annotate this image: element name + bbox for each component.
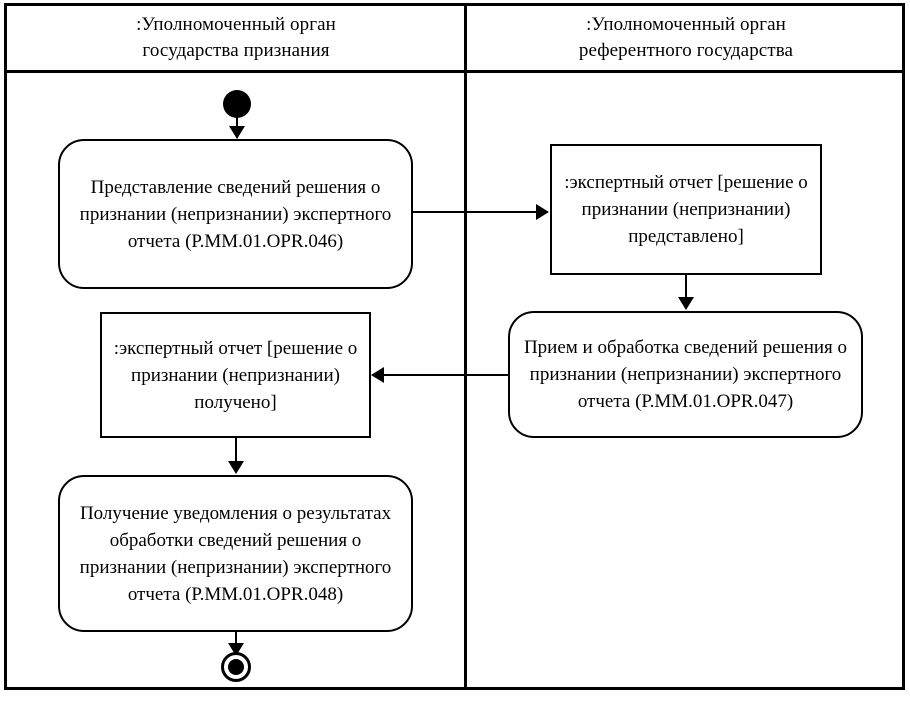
object-node-expert-report-submitted-label: :экспертный отчет [решение о признании (… bbox=[564, 172, 808, 247]
edge-action048-to-end bbox=[235, 632, 237, 650]
arrowhead-left-to-object-received bbox=[371, 367, 384, 383]
object-node-expert-report-received[interactable]: :экспертный отчет [решение о признании (… bbox=[100, 312, 371, 438]
arrowhead-down-to-action048 bbox=[228, 461, 244, 474]
edge-object-submitted-to-action047 bbox=[685, 275, 687, 301]
action-node-opr-048-label: Получение уведомления о результатах обра… bbox=[79, 502, 392, 605]
action-node-opr-047-label: Прием и обработка сведений решения о при… bbox=[523, 337, 848, 412]
arrowhead-down-to-action047 bbox=[678, 297, 694, 310]
edge-action047-to-object-received bbox=[384, 374, 508, 376]
swimlane-header-right: :Уполномоченный орган референтного госуд… bbox=[578, 14, 794, 61]
edge-action046-to-object-submitted bbox=[413, 211, 538, 213]
edge-start-to-action046 bbox=[236, 116, 238, 132]
action-node-opr-048[interactable]: Получение уведомления о результатах обра… bbox=[58, 475, 413, 632]
object-node-expert-report-submitted[interactable]: :экспертный отчет [решение о признании (… bbox=[550, 144, 822, 275]
swimlane-header-left: :Уполномоченный орган государства призна… bbox=[136, 14, 336, 61]
action-node-opr-047[interactable]: Прием и обработка сведений решения о при… bbox=[508, 311, 863, 438]
swimlane-header-separator bbox=[4, 70, 905, 73]
action-node-opr-046[interactable]: Представление сведений решения о признан… bbox=[58, 139, 413, 289]
edge-object-received-to-action048 bbox=[235, 438, 237, 465]
final-node bbox=[221, 652, 251, 682]
object-node-expert-report-received-label: :экспертный отчет [решение о признании (… bbox=[113, 337, 358, 413]
arrowhead-down-start-to-action046 bbox=[229, 126, 245, 139]
initial-node bbox=[223, 90, 251, 118]
arrowhead-right-to-object-submitted bbox=[536, 204, 549, 220]
swimlane-divider bbox=[464, 3, 467, 690]
action-node-opr-046-label: Представление сведений решения о признан… bbox=[79, 176, 392, 252]
